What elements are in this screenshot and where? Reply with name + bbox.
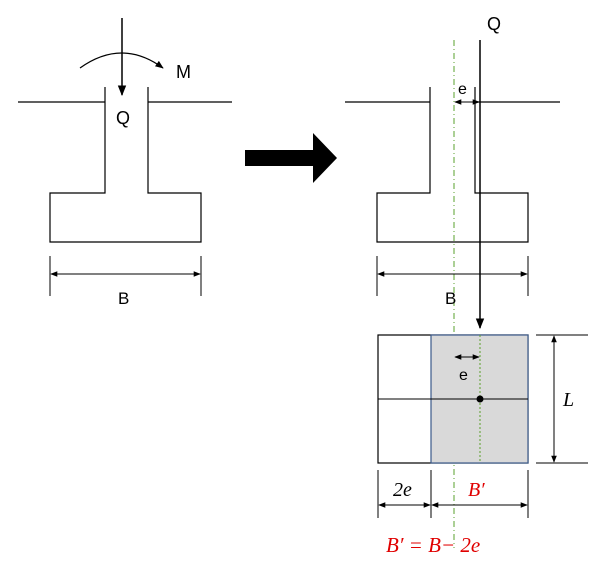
left-footing-outline	[49, 87, 202, 243]
left-moment-arrow	[79, 52, 164, 69]
right-load-label: Q	[487, 14, 501, 34]
load-point	[476, 395, 484, 403]
left-moment-label: M	[176, 62, 191, 82]
right-footing: Q e B	[345, 14, 560, 548]
left-load-label: Q	[116, 108, 130, 128]
plan-length-label: L	[562, 389, 574, 411]
left-footing: Q M B	[18, 18, 232, 308]
right-eccentricity-label: e	[458, 81, 467, 98]
effective-width-formula: B′ = B− 2e	[386, 533, 480, 557]
left-width-label: B	[118, 289, 129, 308]
right-footing-outline	[376, 87, 529, 243]
transition-arrow	[245, 133, 337, 183]
plan-2e-label: 2e	[393, 479, 412, 501]
plan-effective-width-label: B′	[468, 479, 485, 501]
right-width-label: B	[445, 289, 456, 308]
plan-view: e L 2e B′ B′ = B− 2e	[377, 334, 588, 557]
plan-eccentricity-label: e	[459, 367, 468, 384]
